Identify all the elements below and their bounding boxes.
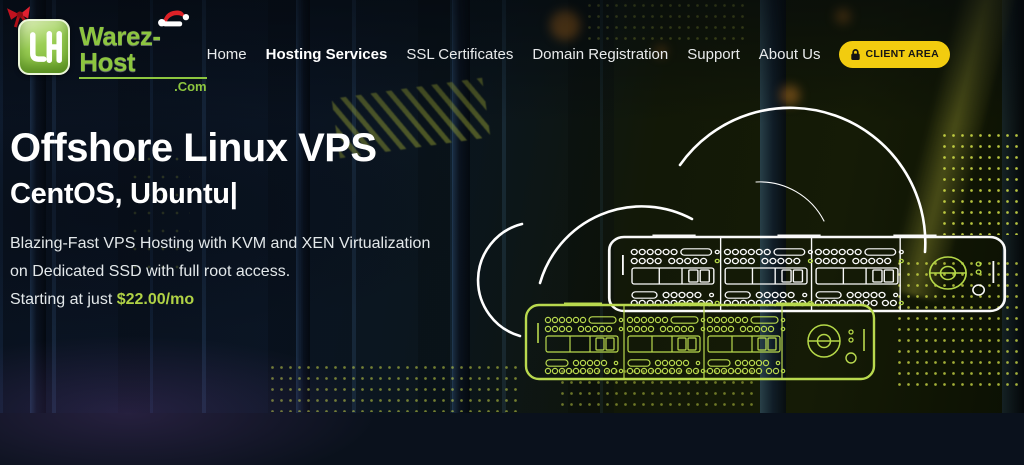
background-led-cluster [268, 362, 520, 412]
brand-wordmark: Warez-Host .Com [79, 10, 207, 94]
main-navigation: Home Hosting Services SSL Certificates D… [207, 46, 821, 63]
background-led-cluster [940, 130, 1024, 235]
background-purple-glow [0, 335, 380, 465]
nav-item-ssl-certificates[interactable]: SSL Certificates [406, 45, 514, 63]
nav-item-hosting-services[interactable]: Hosting Services [265, 45, 388, 63]
background-vignette [0, 90, 490, 340]
lock-icon [850, 48, 861, 61]
brand-name: Warez-Host [79, 20, 161, 77]
nav-item-about-us[interactable]: About Us [758, 45, 821, 63]
price-prefix: Starting at just [10, 290, 113, 308]
hero-title: Offshore Linux VPS [10, 126, 377, 170]
nav-item-domain-registration[interactable]: Domain Registration [532, 45, 669, 63]
background-led-cluster [128, 150, 190, 275]
santa-hat-icon [155, 6, 189, 36]
hero-section: Offshore Linux VPS CentOS, Ubuntu| Blazi… [10, 126, 430, 314]
hero-typed-text: CentOS, Ubuntu [10, 177, 230, 210]
hero-typed-line: CentOS, Ubuntu| [10, 178, 430, 211]
hero-description: Blazing-Fast VPS Hosting with KVM and XE… [10, 230, 430, 286]
nav-item-support[interactable]: Support [687, 45, 740, 63]
client-area-button[interactable]: CLIENT AREA [838, 40, 950, 68]
nav-item-home[interactable]: Home [206, 45, 247, 63]
client-area-label: CLIENT AREA [865, 48, 939, 60]
brand-monogram-icon [18, 18, 71, 75]
brand-logo[interactable]: Warez-Host .Com [7, 5, 207, 94]
typing-cursor: | [229, 177, 238, 210]
brand-tld: .Com [79, 76, 207, 94]
hero-price-line: Starting at just $22.00/mo [10, 286, 430, 314]
background-led-cluster [895, 258, 1024, 386]
price-value: $22.00/mo [116, 290, 195, 308]
hero-description-line2: on Dedicated SSD with full root access. [10, 262, 291, 280]
ribbon-bow-icon [4, 0, 39, 36]
background-led-cluster [558, 366, 753, 412]
site-header: Warez-Host .Com Home Hosting Services SS… [0, 0, 1024, 108]
hero-description-line1: Blazing-Fast VPS Hosting with KVM and XE… [10, 234, 431, 252]
